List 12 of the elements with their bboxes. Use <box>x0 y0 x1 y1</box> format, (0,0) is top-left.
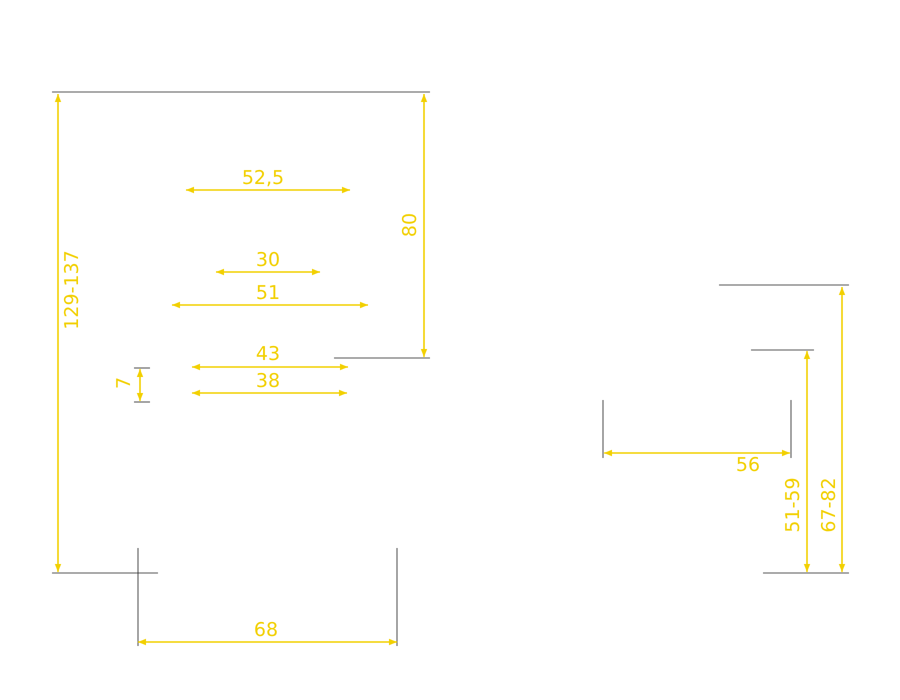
dimension-label: 43 <box>256 344 280 364</box>
dimension-label: 80 <box>400 212 420 238</box>
dimension-label: 51-59 <box>783 477 803 533</box>
dimension-label: 56 <box>736 455 760 475</box>
dimension-label: 30 <box>256 250 280 270</box>
dimension-label: 129-137 <box>62 250 82 330</box>
dimension-label: 7 <box>114 376 134 390</box>
dimension-label: 38 <box>256 371 280 391</box>
dimension-label: 51 <box>256 283 280 303</box>
dimension-label: 52,5 <box>242 168 284 188</box>
dimension-label: 67-82 <box>819 477 839 533</box>
dimension-label: 68 <box>254 620 278 640</box>
